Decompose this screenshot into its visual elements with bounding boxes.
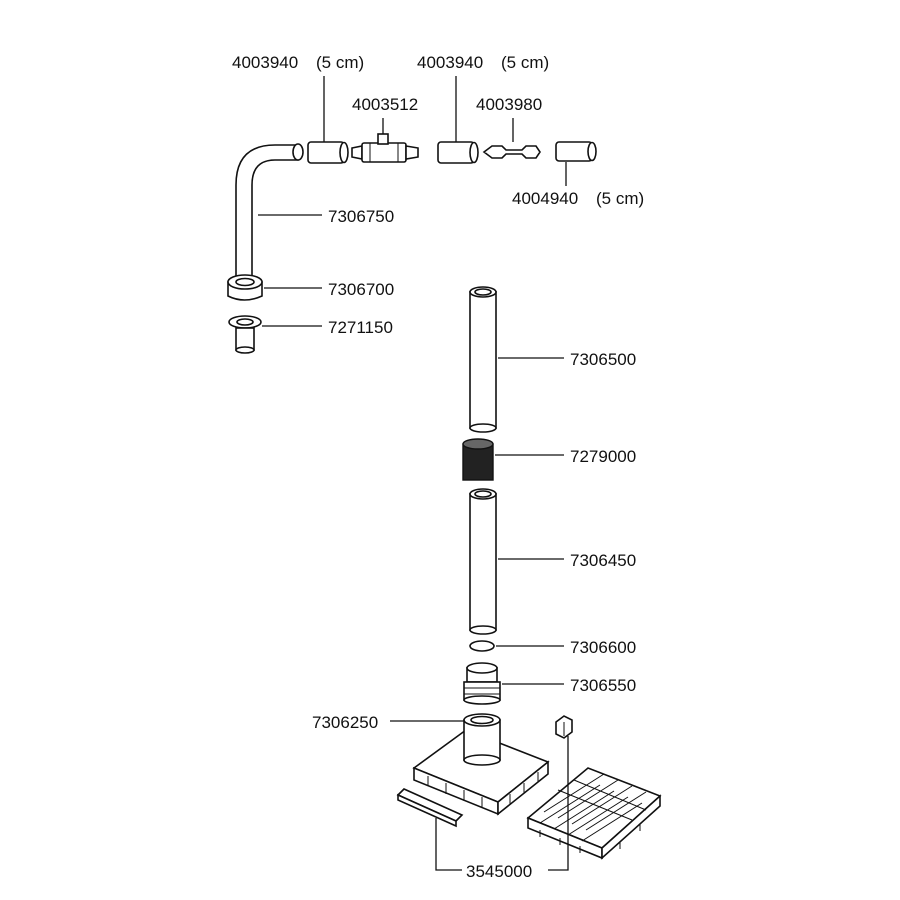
side-bar-3545000 xyxy=(396,788,464,828)
nozzle-7271150 xyxy=(228,315,262,354)
label-4003940-mid-length: (5 cm) xyxy=(501,53,549,72)
label-4003940-left: 4003940 xyxy=(232,53,298,72)
leader-3545000-bar xyxy=(435,818,462,871)
label-7306700: 7306700 xyxy=(328,280,394,299)
label-7306500: 7306500 xyxy=(570,350,636,369)
label-7306450: 7306450 xyxy=(570,551,636,570)
clamp-ring-7306700 xyxy=(227,274,263,301)
o-ring-7306600 xyxy=(469,640,495,652)
grid-panel-3545000 xyxy=(526,767,662,860)
label-7306750: 7306750 xyxy=(328,207,394,226)
lower-tube-7306450 xyxy=(469,488,497,635)
short-tube-4004940-right xyxy=(555,141,597,162)
label-4003940-left-length: (5 cm) xyxy=(316,53,364,72)
label-7306600: 7306600 xyxy=(570,638,636,657)
upper-tube-7306500 xyxy=(469,286,497,433)
short-tube-4003940-left xyxy=(307,141,349,164)
label-3545000: 3545000 xyxy=(466,862,532,881)
label-4004940-length: (5 cm) xyxy=(596,189,644,208)
label-4003940-mid: 4003940 xyxy=(417,53,483,72)
small-clip-3545000 xyxy=(555,715,573,739)
bent-pipe-7306750 xyxy=(235,143,304,283)
label-7306250: 7306250 xyxy=(312,713,378,732)
label-4003512: 4003512 xyxy=(352,95,418,114)
label-7271150: 7271150 xyxy=(328,318,393,337)
short-tube-4003940-mid xyxy=(437,141,479,164)
label-7279000: 7279000 xyxy=(570,447,636,466)
sleeve-7279000 xyxy=(462,438,494,481)
base-plate-7306250 xyxy=(412,713,550,816)
adapter-7306550 xyxy=(463,662,501,705)
label-4004940: 4004940 xyxy=(512,189,578,208)
valve-4003512 xyxy=(351,133,419,163)
connector-4003980 xyxy=(482,145,541,159)
leader-3545000-grid xyxy=(548,736,569,871)
label-4003980: 4003980 xyxy=(476,95,542,114)
label-7306550: 7306550 xyxy=(570,676,636,695)
